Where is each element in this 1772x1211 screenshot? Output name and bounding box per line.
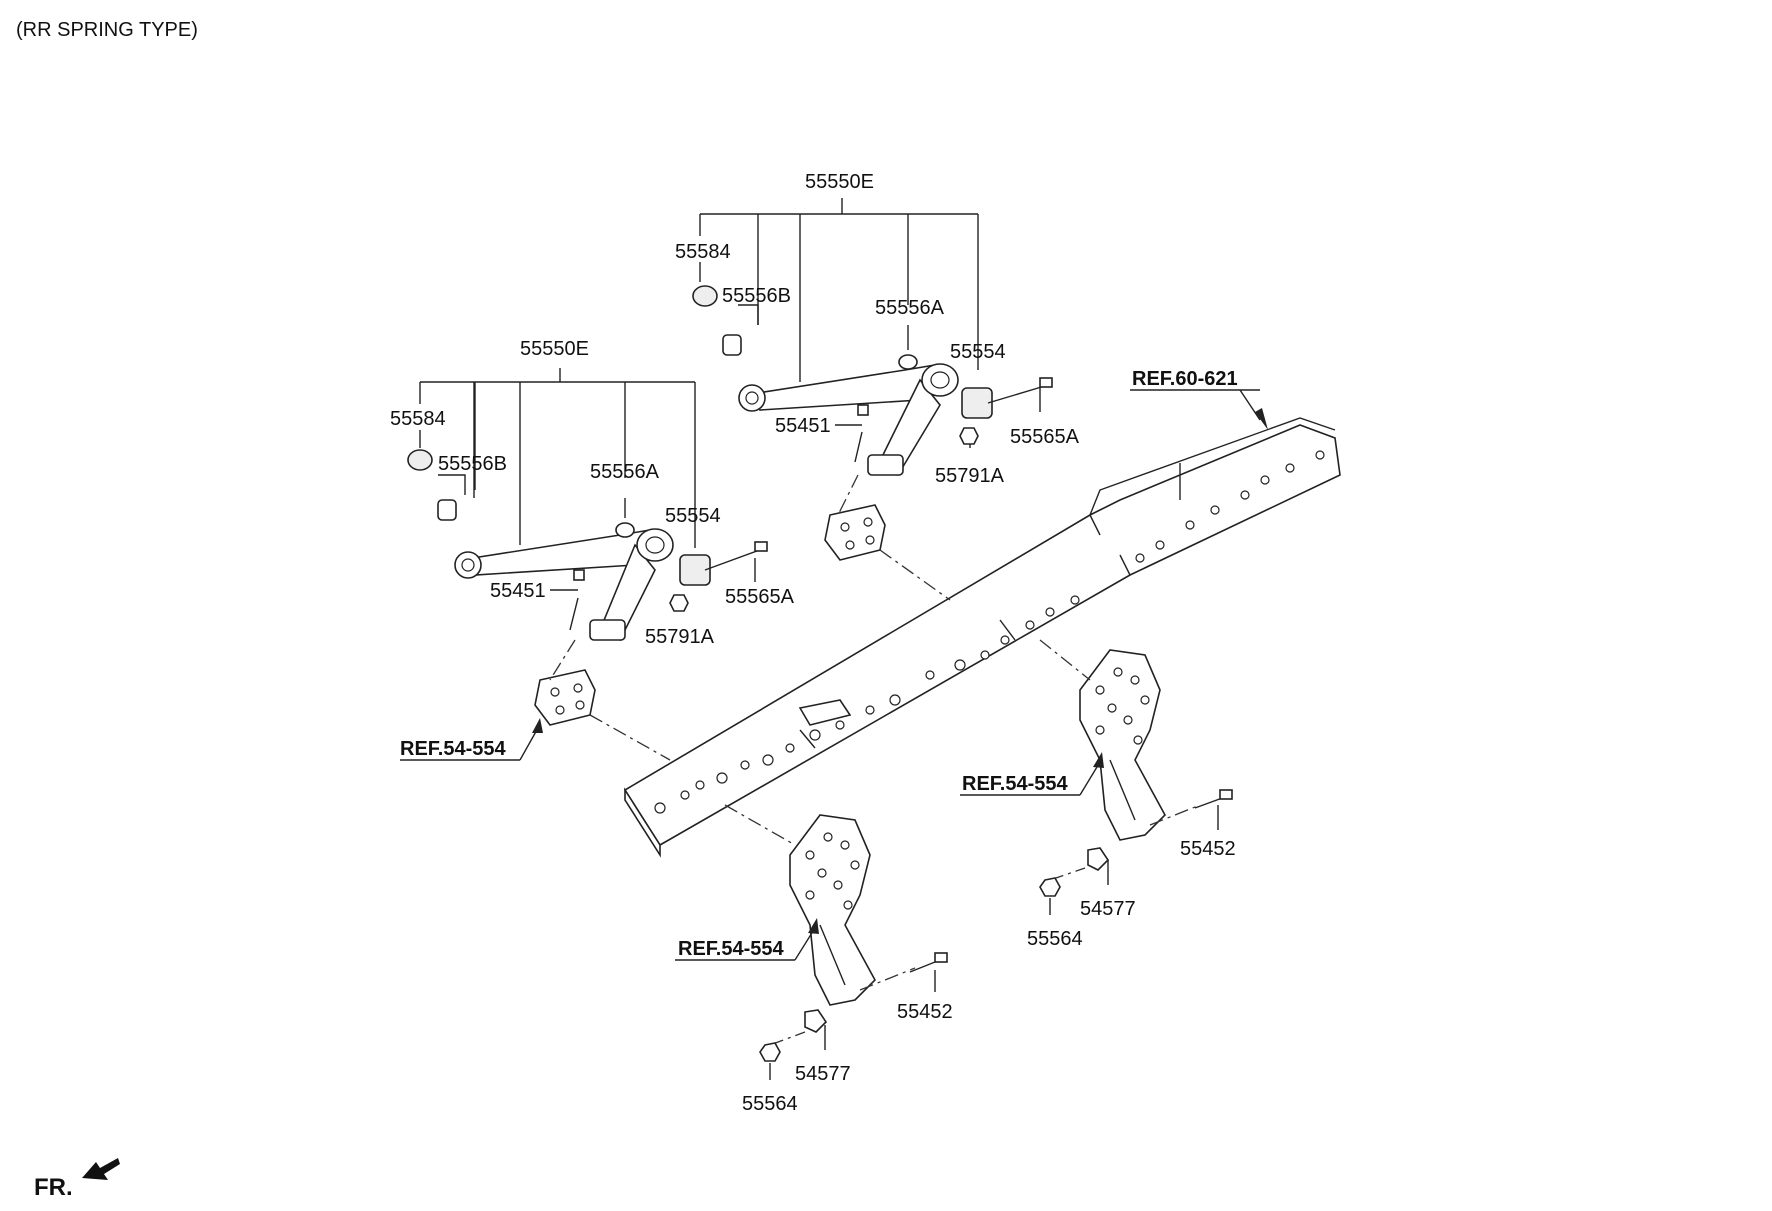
left-bushing-b-label: 55556B: [438, 453, 507, 475]
right-bolt-a-icon: [987, 384, 1049, 404]
left-bracket-clip-label: 54577: [795, 1063, 851, 1085]
left-bolt-451-icon: [569, 597, 579, 631]
left-bracket-nut-icon: [759, 1042, 781, 1062]
right-bushing-a-label: 55556A: [875, 297, 945, 319]
left-bushing-b-icon: [437, 499, 457, 521]
left-arm-assembly: 55550E 55584 55556B 55556A 55554 55565A …: [390, 338, 795, 648]
left-bushing-a-icon: [615, 522, 635, 538]
frame-ref-label: REF.60-621: [1132, 368, 1238, 390]
left-bushing-main-label: 55554: [665, 505, 721, 527]
right-bracket-clip-icon: [1087, 847, 1110, 871]
left-bracket-ref-label: REF.54-554: [678, 938, 784, 960]
right-bracket-nut-icon: [1039, 877, 1061, 897]
left-nut-a-label: 55791A: [645, 626, 715, 648]
left-nut-a-icon: [669, 594, 689, 612]
right-arm-assembly: 55550E 55584 55556B 55556A 55554 55565A …: [675, 171, 1080, 487]
left-bolt-451-label: 55451: [490, 580, 546, 602]
right-bracket-bolt-label: 55452: [1180, 838, 1236, 860]
right-bracket-clip-label: 54577: [1080, 898, 1136, 920]
right-bushing-b-icon: [722, 334, 742, 356]
front-direction-indicator: FR.: [34, 1158, 120, 1201]
right-bracket-nut-label: 55564: [1027, 928, 1083, 950]
left-assembly-label: 55550E: [520, 338, 589, 360]
diagram-title: (RR SPRING TYPE): [16, 19, 198, 41]
right-bushing-cap-icon: [692, 285, 718, 307]
right-bushing-main-label: 55554: [950, 341, 1006, 363]
left-bushing-a-label: 55556A: [590, 461, 660, 483]
right-bushing-main-icon: [961, 387, 993, 419]
right-nut-a-label: 55791A: [935, 465, 1005, 487]
right-bushing-b-label: 55556B: [722, 285, 791, 307]
frame-ref-callout: REF.60-621: [1130, 368, 1268, 430]
left-arm-ref-label: REF.54-554: [400, 738, 506, 760]
right-bushing-cap-label: 55584: [675, 241, 731, 263]
left-bracket-bolt-label: 55452: [897, 1001, 953, 1023]
front-direction-label: FR.: [34, 1174, 73, 1201]
right-bracket-ref-label: REF.54-554: [962, 773, 1068, 795]
right-nut-a-icon: [959, 427, 979, 445]
left-hanger-bracket: REF.54-554 55452 54577 55564: [675, 804, 953, 1115]
right-bushing-a-icon: [898, 354, 918, 370]
left-bracket-nut-label: 55564: [742, 1093, 798, 1115]
right-bolt-451-icon: [854, 431, 863, 463]
left-bracket-clip-icon: [804, 1009, 828, 1033]
left-bushing-cap-icon: [407, 449, 433, 471]
right-mount-plate: [824, 474, 951, 601]
front-arrow-icon: [82, 1158, 120, 1180]
left-bushing-main-icon: [679, 554, 711, 586]
right-hanger-bracket: REF.54-554 55452 54577 55564: [960, 639, 1236, 950]
left-bolt-a-label: 55565A: [725, 586, 795, 608]
right-assembly-label: 55550E: [805, 171, 874, 193]
frame-rail: [623, 417, 1341, 858]
right-bolt-451-label: 55451: [775, 415, 831, 437]
left-bushing-cap-label: 55584: [390, 408, 446, 430]
right-bolt-a-label: 55565A: [1010, 426, 1080, 448]
left-mount-plate: REF.54-554: [400, 639, 671, 761]
